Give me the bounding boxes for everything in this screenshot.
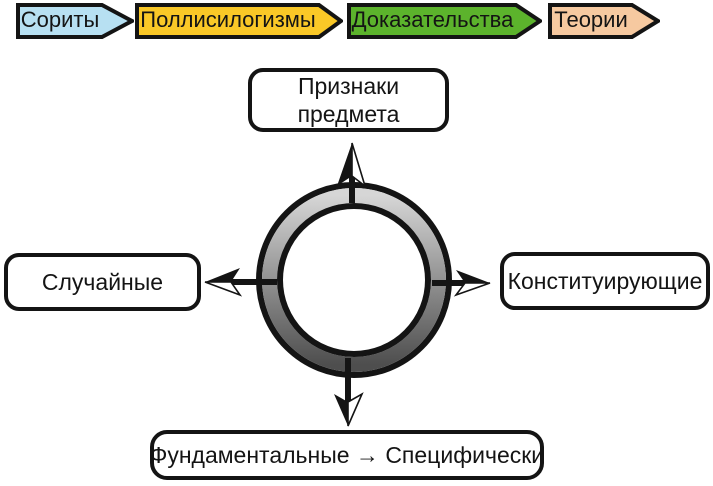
arrow-down-icon <box>334 358 364 427</box>
flow-step-dokazatelstva: Доказательства <box>347 3 542 39</box>
flow-step-label: Поллисилогизмы <box>140 7 316 32</box>
arrow-left-icon <box>204 268 277 297</box>
flow-step-arrow-shape <box>16 3 134 39</box>
flow-step-label: Теории <box>554 7 628 32</box>
node-sluchaynye: Случайные <box>4 253 201 311</box>
flow-step-arrow-shape <box>548 3 660 39</box>
flow-step-sority: Сориты <box>16 3 134 39</box>
node-fundamentalnye-spetsificheski: Фундаментальные → Специфически <box>150 430 544 480</box>
arrow-up-icon <box>337 142 367 203</box>
flow-step-teorii: Теории <box>548 3 660 39</box>
flow-step-label: Сориты <box>20 7 100 32</box>
center-ring-icon <box>256 182 452 378</box>
flow-step-pollisilogizmy: Поллисилогизмы <box>135 3 343 39</box>
node-konstituiruyushchie: Конституирующие <box>500 252 710 310</box>
node-priznaki-predmeta: Признаки предмета <box>248 68 449 132</box>
flow-step-arrow-shape <box>347 3 542 39</box>
flow-step-label: Доказательства <box>351 7 514 32</box>
arrow-right-icon <box>432 270 491 297</box>
flow-step-arrow-shape <box>135 3 343 39</box>
